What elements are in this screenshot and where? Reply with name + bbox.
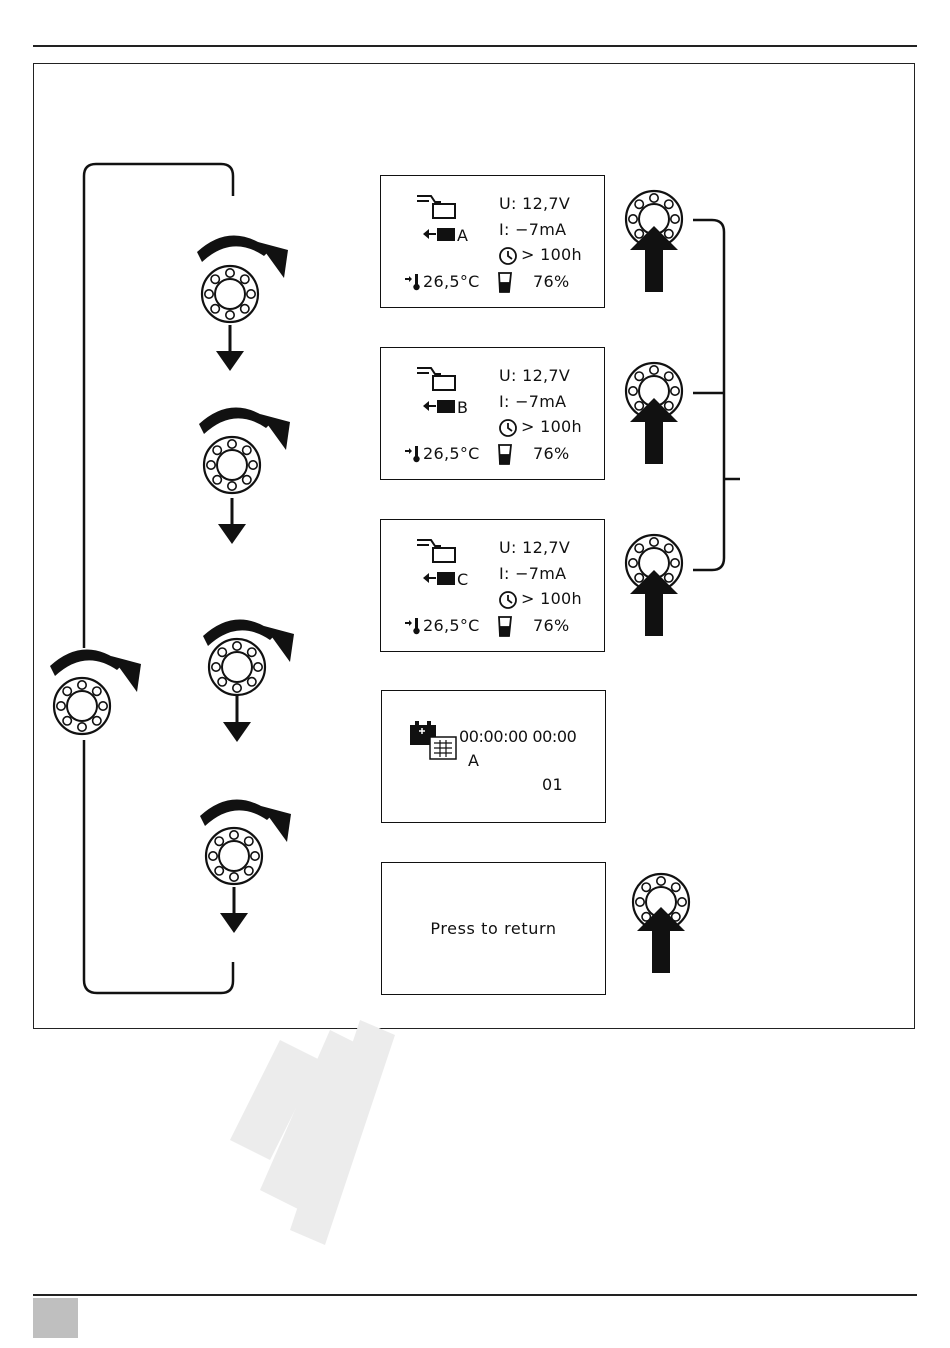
current-readout: I: −7mA	[499, 220, 566, 239]
press-step-1	[626, 191, 682, 292]
voltage-readout: U: 12,7V	[499, 366, 570, 385]
rotary-knob-icon	[206, 828, 262, 884]
rotate-step-4	[200, 799, 291, 933]
lcd-screen-log: 00:00:00 00:00 A 01	[381, 690, 606, 823]
battery-label: A	[457, 226, 468, 245]
lcd-icons	[381, 520, 606, 653]
clock-icon	[500, 248, 516, 264]
lcd-screen-a: U: 12,7V I: −7mA > 100h A 26,5°C 76%	[380, 175, 605, 308]
lcd-screen-c: U: 12,7V I: −7mA > 100h C 26,5°C 76%	[380, 519, 605, 652]
temperature-readout: 26,5°C	[423, 616, 480, 635]
lcd-icons	[381, 176, 606, 309]
thermometer-icon	[405, 618, 420, 634]
rotate-step-loop	[50, 649, 141, 734]
down-arrow-icon	[218, 498, 246, 544]
charge-level-icon	[499, 273, 511, 292]
rotary-knob-icon	[54, 678, 110, 734]
log-time: 00:00:00 00:00	[459, 727, 576, 746]
charger-icon	[417, 196, 455, 218]
press-step-3	[626, 535, 682, 636]
thermometer-icon	[405, 274, 420, 290]
lcd-screen-return: Press to return	[381, 862, 606, 995]
thermometer-icon	[405, 446, 420, 462]
rotary-knob-icon	[209, 639, 265, 695]
charge-level-icon	[499, 445, 511, 464]
press-step-return	[633, 874, 689, 973]
charge-readout: 76%	[533, 616, 569, 635]
charge-readout: 76%	[533, 444, 569, 463]
rotary-knob-icon	[204, 437, 260, 493]
charger-icon	[417, 368, 455, 390]
battery-icon	[423, 400, 455, 413]
battery-label: B	[457, 398, 468, 417]
down-arrow-icon	[220, 887, 248, 933]
temperature-readout: 26,5°C	[423, 272, 480, 291]
rotary-knob-icon	[202, 266, 258, 322]
press-step-2	[626, 363, 682, 464]
lcd-icons	[382, 691, 607, 824]
rotate-step-3	[203, 619, 294, 742]
charge-level-icon	[499, 617, 511, 636]
current-readout: I: −7mA	[499, 392, 566, 411]
temperature-readout: 26,5°C	[423, 444, 480, 463]
rotate-step-1	[197, 235, 288, 371]
log-entry-number: 01	[542, 775, 563, 794]
time-readout: > 100h	[521, 417, 582, 436]
battery-icon	[423, 572, 455, 585]
clock-icon	[500, 420, 516, 436]
down-arrow-icon	[223, 696, 251, 742]
lcd-icons	[381, 348, 606, 481]
voltage-readout: U: 12,7V	[499, 194, 570, 213]
charge-readout: 76%	[533, 272, 569, 291]
voltage-readout: U: 12,7V	[499, 538, 570, 557]
log-battery-label: A	[468, 751, 479, 770]
time-readout: > 100h	[521, 589, 582, 608]
charger-icon	[417, 540, 455, 562]
current-readout: I: −7mA	[499, 564, 566, 583]
return-text: Press to return	[382, 919, 605, 938]
battery-icon	[423, 228, 455, 241]
down-arrow-icon	[216, 325, 244, 371]
clock-icon	[500, 592, 516, 608]
time-readout: > 100h	[521, 245, 582, 264]
battery-label: C	[457, 570, 468, 589]
lcd-screen-b: U: 12,7V I: −7mA > 100h B 26,5°C 76%	[380, 347, 605, 480]
log-calendar-icon	[410, 721, 456, 759]
rotate-step-2	[199, 407, 290, 544]
